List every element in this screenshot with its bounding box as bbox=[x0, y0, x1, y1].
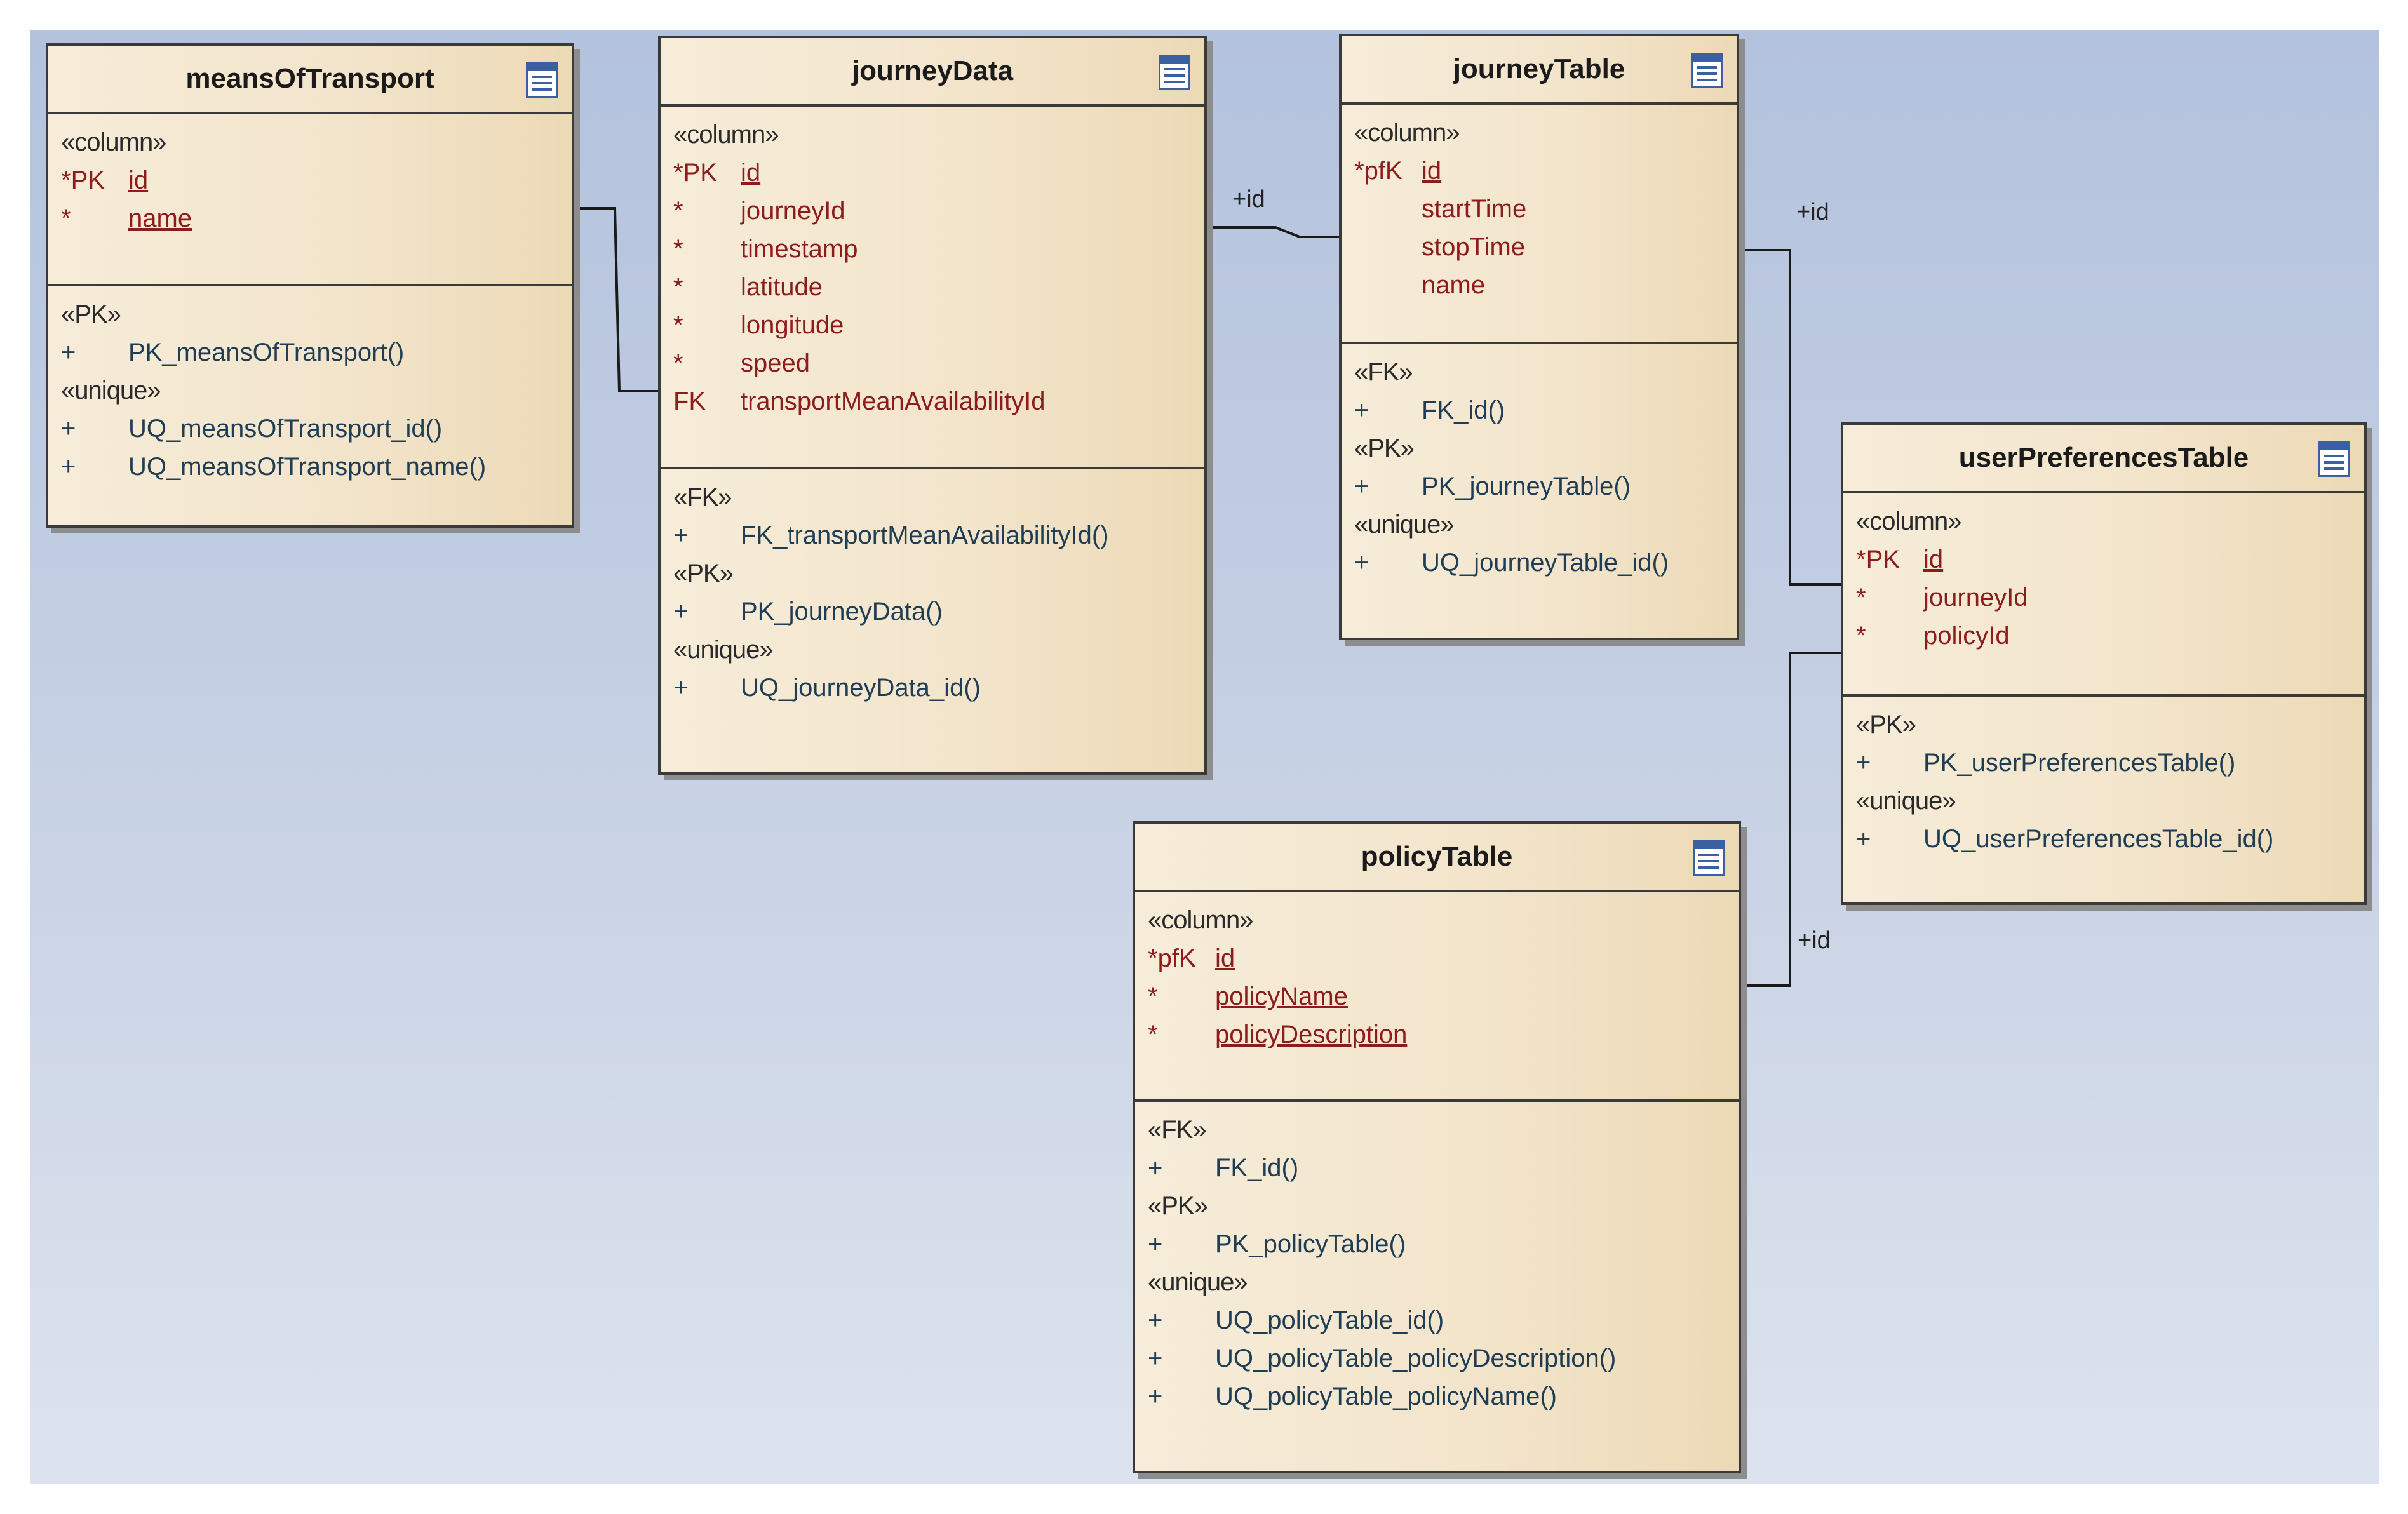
column-row[interactable]: * speed bbox=[673, 349, 810, 377]
operation-row[interactable]: + FK_id() bbox=[1148, 1154, 1299, 1182]
operation-row[interactable]: + UQ_meansOfTransport_name() bbox=[61, 453, 487, 481]
table-meansoftransport[interactable]: meansOfTransport «column» *PK id * name … bbox=[46, 43, 574, 528]
connector-layer bbox=[574, 207, 1841, 987]
columns-section: «column» *pfK id startTime stopTime name bbox=[1342, 105, 1737, 344]
operation-row[interactable]: + UQ_userPreferencesTable_id() bbox=[1856, 825, 2274, 853]
table-title: policyTable bbox=[1361, 841, 1513, 872]
table-header: journeyData bbox=[661, 38, 1204, 107]
stereotype-label: «PK» bbox=[61, 300, 121, 328]
role-label: +id bbox=[1796, 199, 1829, 225]
operation-row[interactable]: + UQ_journeyData_id() bbox=[673, 674, 981, 702]
operation-row[interactable]: + FK_id() bbox=[1354, 396, 1505, 424]
operations-section: «FK» + FK_id() «PK» + PK_journeyTable() … bbox=[1342, 344, 1737, 591]
stereotype-label: «unique» bbox=[61, 377, 161, 405]
stereotype-label: «unique» bbox=[1354, 511, 1455, 539]
stereotype-label: «FK» bbox=[673, 483, 732, 511]
columns-stereotype: «column» bbox=[1354, 119, 1460, 147]
connector-meansoftransport-journeydata[interactable] bbox=[574, 207, 658, 392]
column-row[interactable]: *PK id bbox=[673, 159, 761, 187]
table-header: meansOfTransport bbox=[48, 46, 572, 114]
column-row[interactable]: *PK id bbox=[61, 166, 149, 194]
stereotype-label: «PK» bbox=[673, 559, 734, 587]
columns-stereotype: «column» bbox=[1148, 906, 1253, 934]
table-journeydata[interactable]: journeyData «column» *PK id * journeyId … bbox=[658, 36, 1207, 775]
connector-policytable-userpreferences[interactable] bbox=[1741, 652, 1841, 987]
column-row[interactable]: * policyId bbox=[1856, 622, 2010, 650]
column-row[interactable]: * policyDescription bbox=[1148, 1021, 1408, 1048]
connector-journeydata-journeytable[interactable] bbox=[1207, 226, 1339, 238]
table-title: journeyData bbox=[851, 55, 1014, 86]
operation-row[interactable]: + PK_policyTable() bbox=[1148, 1230, 1406, 1258]
operation-row[interactable]: + UQ_journeyTable_id() bbox=[1354, 549, 1669, 577]
stereotype-label: «unique» bbox=[1148, 1268, 1248, 1296]
operations-section: «PK» + PK_userPreferencesTable() «unique… bbox=[1843, 697, 2364, 867]
operation-row[interactable]: + UQ_policyTable_id() bbox=[1148, 1306, 1444, 1334]
role-label: +id bbox=[1232, 186, 1265, 213]
operation-row[interactable]: + UQ_policyTable_policyDescription() bbox=[1148, 1344, 1617, 1372]
columns-stereotype: «column» bbox=[1856, 507, 1961, 535]
table-userpreferencestable[interactable]: userPreferencesTable «column» *PK id * j… bbox=[1841, 422, 2367, 905]
operation-row[interactable]: + UQ_meansOfTransport_id() bbox=[61, 415, 443, 443]
columns-stereotype: «column» bbox=[673, 121, 779, 149]
table-title: journeyTable bbox=[1453, 53, 1625, 84]
columns-section: «column» *PK id * journeyId * policyId bbox=[1843, 493, 2364, 697]
column-row[interactable]: FK transportMeanAvailabilityId bbox=[673, 387, 1046, 415]
columns-stereotype: «column» bbox=[61, 128, 166, 156]
table-policytable[interactable]: policyTable «column» *pfK id * policyNam… bbox=[1133, 821, 1741, 1473]
table-icon bbox=[2318, 441, 2350, 477]
table-icon bbox=[1693, 840, 1725, 876]
operation-row[interactable]: + PK_meansOfTransport() bbox=[61, 338, 405, 366]
operations-section: «FK» + FK_transportMeanAvailabilityId() … bbox=[661, 469, 1204, 716]
columns-section: «column» *PK id * name bbox=[48, 114, 572, 286]
column-row[interactable]: name bbox=[1422, 271, 1486, 299]
column-row[interactable]: stopTime bbox=[1422, 233, 1526, 261]
table-header: userPreferencesTable bbox=[1843, 425, 2364, 493]
operation-row[interactable]: + PK_journeyTable() bbox=[1354, 472, 1631, 500]
table-icon bbox=[526, 62, 558, 98]
column-row[interactable]: * journeyId bbox=[673, 197, 845, 225]
stereotype-label: «FK» bbox=[1148, 1116, 1207, 1144]
column-row[interactable]: * timestamp bbox=[673, 235, 858, 263]
column-row[interactable]: *pfK id bbox=[1148, 944, 1235, 972]
operations-section: «PK» + PK_meansOfTransport() «unique» + … bbox=[48, 286, 572, 495]
column-row[interactable]: *pfK id bbox=[1354, 157, 1442, 185]
table-journeytable[interactable]: journeyTable «column» *pfK id startTime … bbox=[1339, 34, 1739, 640]
stereotype-label: «PK» bbox=[1148, 1192, 1208, 1220]
table-icon bbox=[1691, 53, 1723, 88]
column-row[interactable]: *PK id bbox=[1856, 546, 1944, 573]
table-title: meansOfTransport bbox=[185, 63, 434, 94]
column-row[interactable]: * policyName bbox=[1148, 982, 1348, 1010]
operation-row[interactable]: + PK_userPreferencesTable() bbox=[1856, 749, 2236, 777]
table-title: userPreferencesTable bbox=[1958, 442, 2249, 473]
stereotype-label: «PK» bbox=[1354, 434, 1415, 462]
operation-row[interactable]: + FK_transportMeanAvailabilityId() bbox=[673, 521, 1109, 549]
table-header: journeyTable bbox=[1342, 36, 1737, 105]
column-row[interactable]: startTime bbox=[1422, 195, 1527, 223]
table-icon bbox=[1159, 55, 1190, 90]
stereotype-label: «PK» bbox=[1856, 711, 1916, 739]
operations-section: «FK» + FK_id() «PK» + PK_policyTable() «… bbox=[1135, 1102, 1739, 1424]
stereotype-label: «unique» bbox=[673, 636, 774, 664]
columns-section: «column» *pfK id * policyName * policyDe… bbox=[1135, 892, 1739, 1102]
operation-row[interactable]: + UQ_policyTable_policyName() bbox=[1148, 1383, 1557, 1410]
table-header: policyTable bbox=[1135, 824, 1739, 892]
operation-row[interactable]: + PK_journeyData() bbox=[673, 598, 943, 626]
stereotype-label: «unique» bbox=[1856, 787, 1956, 815]
connector-journeytable-userpreferences[interactable] bbox=[1739, 249, 1841, 586]
role-label: +id bbox=[1798, 927, 1831, 954]
column-row[interactable]: * name bbox=[61, 204, 192, 232]
stereotype-label: «FK» bbox=[1354, 358, 1413, 386]
column-row[interactable]: * journeyId bbox=[1856, 584, 2028, 612]
columns-section: «column» *PK id * journeyId * timestamp … bbox=[661, 107, 1204, 469]
column-row[interactable]: * longitude bbox=[673, 311, 844, 339]
diagram-canvas: +id +id +id meansOfTransport «column» *P… bbox=[30, 30, 2379, 1484]
column-row[interactable]: * latitude bbox=[673, 273, 823, 301]
